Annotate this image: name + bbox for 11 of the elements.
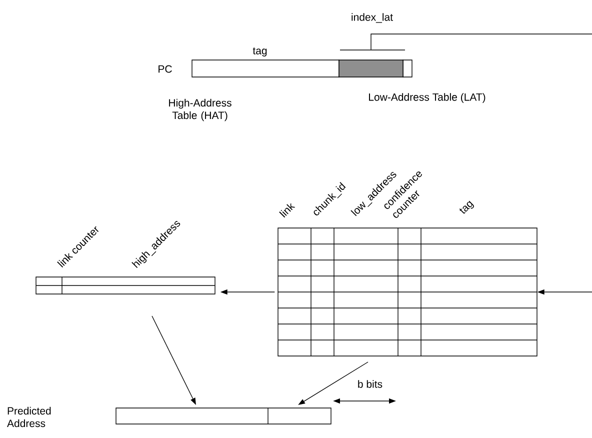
table-title: High-Address Table (HAT) xyxy=(169,98,232,122)
dimension-label: b bits xyxy=(358,380,382,388)
table-title: Low-Address Table (LAT) xyxy=(369,93,486,103)
register-box: tag xyxy=(192,48,412,78)
register-label: Predicted Address xyxy=(7,406,51,428)
connector-line xyxy=(370,34,592,50)
column-header: link xyxy=(279,203,296,218)
column-header: tag xyxy=(459,200,474,214)
register-label: PC xyxy=(158,65,172,73)
register-box xyxy=(116,408,332,424)
field-label: index_lat xyxy=(352,13,393,23)
